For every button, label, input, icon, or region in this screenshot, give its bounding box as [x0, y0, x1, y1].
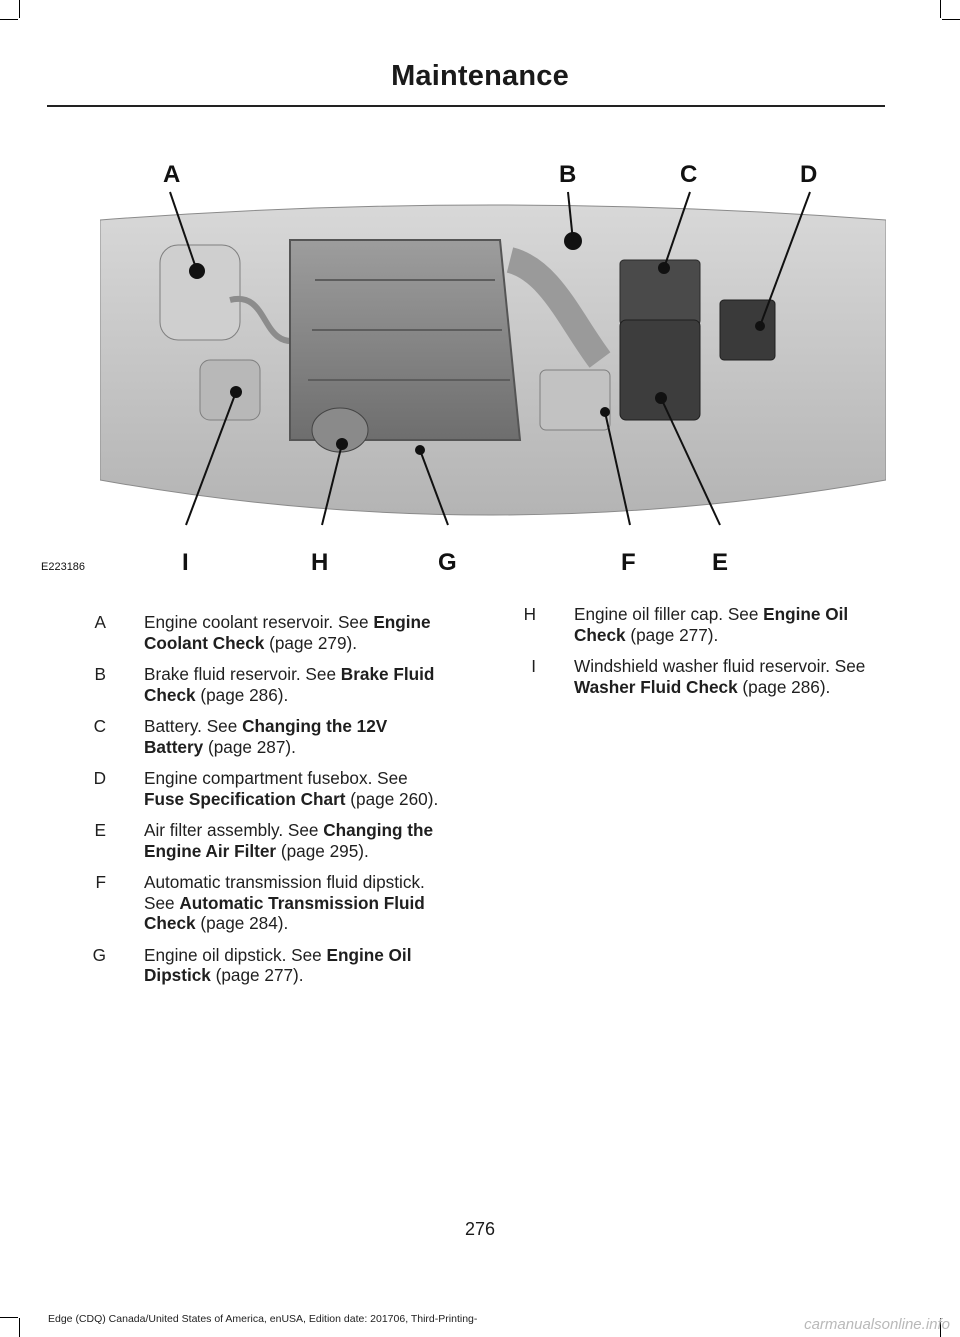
- watermark: carmanualsonline.info: [804, 1316, 950, 1333]
- callout-d: D: [800, 161, 817, 188]
- legend-page-ref: (page 260).: [345, 788, 439, 809]
- legend-link[interactable]: Engine Oil Check: [574, 604, 849, 645]
- legend-entry-g: G Engine oil dipstick. See Engine Oil Di…: [60, 945, 460, 986]
- legend-page-ref: (page 287).: [203, 736, 296, 757]
- legend-link[interactable]: Engine Coolant Check: [144, 612, 431, 653]
- crop-mark: [19, 1318, 20, 1337]
- crop-mark: [940, 0, 941, 18]
- legend-entry-e: E Air filter assembly. See Changing the …: [60, 820, 460, 861]
- legend-text: Air filter assembly. See: [144, 820, 324, 840]
- legend-link[interactable]: Changing the 12V Battery: [144, 716, 388, 757]
- crop-mark: [0, 1317, 18, 1318]
- callout-a: A: [163, 161, 180, 188]
- callout-f: F: [621, 549, 636, 576]
- legend-left-column: A Engine coolant reservoir. See Engine C…: [60, 612, 460, 997]
- crop-mark: [942, 19, 960, 20]
- legend-entry-a: A Engine coolant reservoir. See Engine C…: [60, 612, 460, 653]
- legend-key: H: [523, 604, 536, 624]
- callout-letters: A B C D E F G H I: [163, 161, 817, 576]
- legend-key: B: [94, 664, 106, 684]
- engine-bay-figure: A B C D E F G H I: [100, 150, 886, 580]
- header-rule: [47, 105, 885, 107]
- legend-link[interactable]: Engine Oil Dipstick: [144, 944, 412, 986]
- legend-entry-f: F Automatic transmission fluid dipstick.…: [60, 872, 460, 934]
- engine-cover-ribs: [308, 279, 510, 381]
- callout-c: C: [680, 161, 697, 188]
- page-title: Maintenance: [391, 60, 569, 92]
- legend-text: Battery. See: [144, 716, 243, 736]
- legend-entry-d: D Engine compartment fusebox. See Fuse S…: [60, 768, 460, 809]
- legend-page-ref: (page 284).: [195, 913, 289, 933]
- page-number: 276: [464, 1219, 496, 1239]
- figure-id: E223186: [41, 561, 86, 573]
- legend-entry-i: I Windshield washer fluid reservoir. See…: [490, 656, 890, 697]
- legend-entry-c: C Battery. See Changing the 12V Battery …: [60, 716, 460, 757]
- washer-reservoir-body: [199, 359, 261, 421]
- legend-page-ref: (page 295).: [276, 840, 369, 861]
- callout-i: I: [182, 549, 189, 576]
- callout-h: H: [311, 549, 328, 576]
- legend-right-column: H Engine oil filler cap. See Engine Oil …: [490, 604, 890, 708]
- intake-hose: [505, 247, 611, 368]
- legend-link[interactable]: Changing the Engine Air Filter: [144, 820, 434, 861]
- legend-key: C: [93, 716, 106, 736]
- crop-mark: [0, 19, 18, 20]
- legend-text: Engine oil dipstick. See: [144, 944, 327, 965]
- legend-key: D: [93, 768, 106, 788]
- legend-page-ref: (page 277).: [210, 965, 304, 985]
- hoses-left: [229, 295, 301, 345]
- legend-page-ref: (page 279).: [264, 632, 358, 653]
- fusebox-body: [719, 299, 776, 361]
- legend-key: E: [94, 820, 106, 840]
- legend-page-ref: (page 286).: [737, 676, 831, 697]
- legend-text: Brake fluid reservoir. See: [144, 664, 341, 684]
- callout-g: G: [438, 549, 457, 576]
- legend-key: I: [531, 656, 536, 676]
- legend-key: F: [95, 872, 107, 892]
- legend-link[interactable]: Washer Fluid Check: [574, 676, 738, 697]
- leader-lines: [169, 191, 811, 526]
- crop-mark: [940, 1318, 941, 1337]
- callout-b: B: [559, 161, 576, 188]
- legend-link[interactable]: Fuse Specification Chart: [144, 788, 346, 809]
- footer-edition-text: Edge (CDQ) Canada/United States of Ameri…: [48, 1313, 478, 1325]
- transmission-area: [539, 369, 611, 431]
- coolant-reservoir-body: [159, 244, 241, 341]
- engine-bay-illustration: A B C D E F G H I: [100, 161, 886, 576]
- engine-cover: [289, 239, 522, 441]
- air-filter-body: [619, 319, 701, 421]
- legend-link[interactable]: Brake Fluid Check: [144, 664, 435, 705]
- callout-e: E: [712, 549, 728, 576]
- legend-page-ref: (page 286).: [195, 684, 289, 705]
- legend-text: Engine oil filler cap. See: [574, 604, 764, 624]
- legend-page-ref: (page 277).: [625, 624, 719, 645]
- legend-link[interactable]: Automatic Transmission Fluid Check: [144, 892, 425, 934]
- legend-text: Engine coolant reservoir. See: [144, 612, 374, 632]
- legend-key: G: [92, 944, 106, 965]
- legend-entry-b: B Brake fluid reservoir. See Brake Fluid…: [60, 664, 460, 705]
- legend-key: A: [94, 612, 106, 632]
- legend-text: Automatic transmission fluid dipstick. S…: [144, 872, 425, 913]
- legend-text: Engine compartment fusebox. See: [144, 768, 408, 788]
- crop-mark: [19, 0, 20, 18]
- legend-entry-h: H Engine oil filler cap. See Engine Oil …: [490, 604, 890, 645]
- legend-text: Windshield washer fluid reservoir. See: [574, 656, 866, 676]
